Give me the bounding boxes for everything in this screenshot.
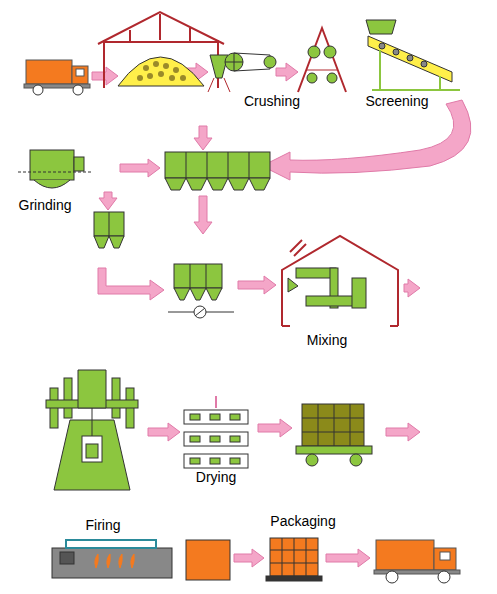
rack-shelf [184,410,248,424]
drying-racks [184,396,248,468]
grinding-mill [18,150,92,188]
flow-arrow [194,196,212,234]
vibrating-screen [366,20,460,90]
step-label: Packaging [270,513,335,529]
green-brick [190,436,200,442]
green-brick [210,436,220,442]
clay-lumps [137,61,186,81]
tunnel-kiln [52,540,172,578]
flow-arrow [98,268,164,300]
step-label: Grinding [19,197,72,213]
rack-shelf [184,454,248,468]
delivery-truck [374,540,460,583]
flow-arrow [258,419,292,437]
green-brick [190,414,200,420]
flow-arrow [386,423,420,441]
storage-silos [165,152,270,190]
green-brick [190,458,200,464]
mixing-house [282,236,398,326]
step-label: Screening [365,93,428,109]
green-brick [210,458,220,464]
flow-arrow [99,192,117,210]
green-brick [230,458,240,464]
step-label: Firing [85,517,120,533]
return-arrow [262,100,471,180]
small-silo [94,212,124,248]
mixer [288,268,366,308]
flow-arrow [404,279,420,297]
batching-silos [168,264,234,318]
delivery-truck [24,60,90,95]
green-brick [230,414,240,420]
flow-arrow [194,126,212,150]
green-brick [210,414,220,420]
flow-arrow [234,549,264,567]
brick-stack [186,538,322,581]
flow-arrow [148,423,180,441]
flow-arrow [326,549,370,567]
flow-arrow [238,276,276,294]
feed-line [215,396,217,408]
rack-shelf [184,432,248,446]
flow-arrow [276,63,298,81]
step-label: Mixing [307,332,347,348]
flow-arrow [120,159,160,177]
green-brick [230,436,240,442]
flow-arrows [92,63,471,567]
crusher [208,53,276,92]
brick-press [46,370,138,490]
storage-shed [98,12,224,88]
step-label: Crushing [244,93,300,109]
brick-cart [296,404,372,466]
step-label: Drying [196,469,236,485]
rolling-crusher [298,28,346,92]
